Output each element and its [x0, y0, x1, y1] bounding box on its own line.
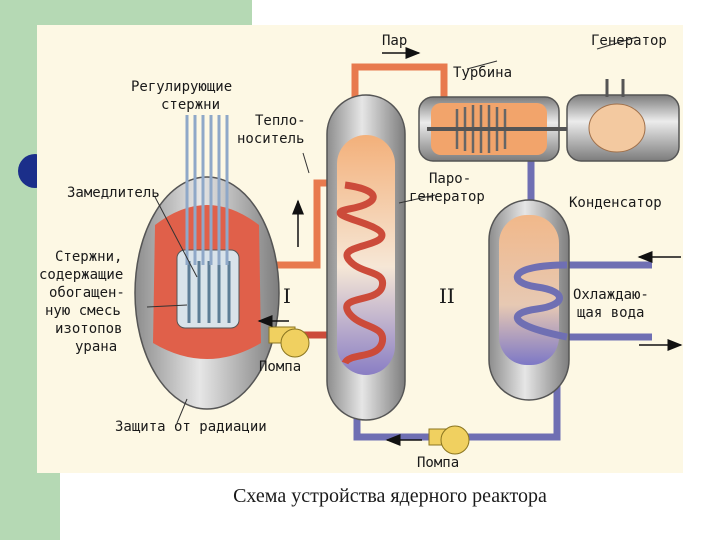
- steam-generator: [326, 94, 406, 421]
- label-steam-generator-line1: Паро-: [429, 171, 471, 187]
- condenser: [488, 199, 570, 401]
- flow-arrows: [257, 47, 683, 446]
- label-turbine: Турбина: [453, 65, 512, 81]
- label-generator: Генератор: [591, 33, 667, 49]
- pump-secondary: [428, 425, 470, 455]
- pump-primary: [268, 326, 310, 358]
- leader-lines: [146, 36, 638, 424]
- label-fuel-line4: ную смесь: [45, 303, 121, 319]
- steam-pipe: [351, 63, 448, 115]
- label-pump-primary: Помпа: [259, 359, 301, 375]
- turbine: [418, 96, 582, 162]
- label-coolant-line2: носитель: [237, 131, 304, 147]
- label-pump-secondary: Помпа: [417, 455, 459, 471]
- label-cooling-water-line1: Охлаждаю-: [573, 287, 649, 303]
- label-loop-two: II: [439, 284, 455, 308]
- label-condenser: Конденсатор: [569, 195, 662, 211]
- label-coolant-line1: Тепло-: [255, 113, 306, 129]
- label-moderator: Замедлитель: [67, 185, 160, 201]
- cooling-coil: [514, 261, 568, 341]
- reactor-diagram: Пар Генератор Турбина Регулирующие стерж…: [39, 33, 683, 471]
- green-top-band: [0, 0, 252, 25]
- label-fuel-line3: обогащен-: [49, 285, 125, 301]
- label-control-rods-line2: стержни: [161, 97, 220, 113]
- label-cooling-water-line2: щая вода: [577, 305, 644, 321]
- label-radiation-shield: Защита от радиации: [115, 419, 267, 435]
- label-fuel-line6: урана: [75, 339, 117, 355]
- control-rods: [185, 115, 229, 265]
- diagram-caption: Схема устройства ядерного реактора: [233, 485, 547, 507]
- reactor-vessel: [134, 176, 280, 410]
- generator: [566, 79, 680, 162]
- label-steam: Пар: [382, 33, 407, 49]
- label-fuel-line2: содержащие: [39, 267, 123, 283]
- label-fuel-line1: Стержни,: [55, 249, 122, 265]
- fuel-rods: [187, 261, 231, 323]
- label-control-rods-line1: Регулирующие: [131, 79, 232, 95]
- label-steam-generator-line2: генератор: [409, 189, 485, 205]
- diagram-panel: Пар Генератор Турбина Регулирующие стерж…: [37, 25, 683, 473]
- label-loop-one: I: [283, 284, 291, 308]
- label-fuel-line5: изотопов: [55, 321, 122, 337]
- heat-exchanger-coil: [336, 181, 387, 366]
